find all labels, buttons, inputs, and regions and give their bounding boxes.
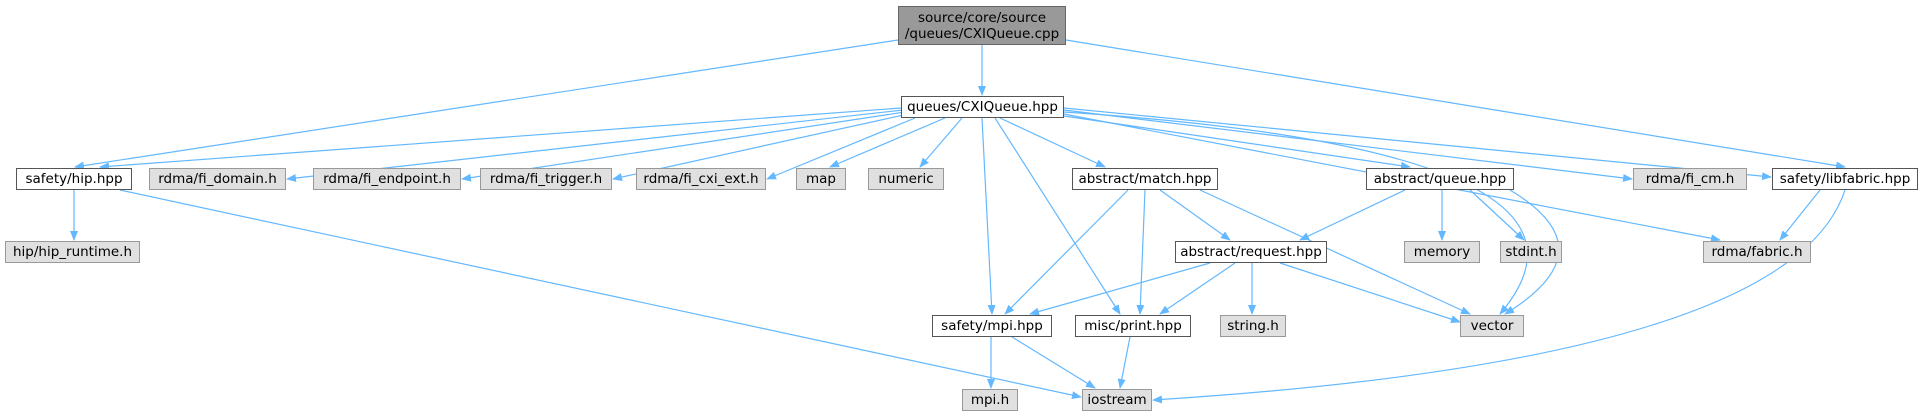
edge-request-mpi xyxy=(1029,262,1211,316)
edge-match-print xyxy=(1136,189,1146,315)
edge-hip-iostream xyxy=(119,189,1082,400)
edge-root-libfabric xyxy=(1065,39,1846,170)
edge-cxiqueue-print xyxy=(994,117,1121,315)
node-vector[interactable]: vector xyxy=(1460,315,1524,337)
node-label: string.h xyxy=(1227,318,1279,334)
edge-match-vector xyxy=(1199,189,1471,315)
node-label: rdma/fi_trigger.h xyxy=(489,171,603,187)
node-label: stdint.h xyxy=(1505,244,1557,260)
node-cxiqueue-cpp[interactable]: source/core/source /queues/CXIQueue.cpp xyxy=(898,6,1066,45)
node-stdint-h[interactable]: stdint.h xyxy=(1500,241,1562,263)
node-label: misc/print.hpp xyxy=(1084,318,1182,334)
node-label: rdma/fi_endpoint.h xyxy=(323,171,451,187)
edge-cxiqueue-ficm xyxy=(1063,109,1633,182)
edge-cxiqueue-map xyxy=(829,117,946,168)
node-label: safety/mpi.hpp xyxy=(941,318,1043,334)
edge-request-vector xyxy=(1279,262,1461,323)
node-label: memory xyxy=(1413,244,1471,260)
edge-cxiqueue-vector xyxy=(1063,111,1528,315)
node-iostream[interactable]: iostream xyxy=(1082,389,1152,411)
node-numeric[interactable]: numeric xyxy=(868,168,944,190)
edge-cxiqueue-numeric xyxy=(919,117,963,168)
node-rdma-fabric-h[interactable]: rdma/fabric.h xyxy=(1703,241,1811,263)
node-abstract-request-hpp[interactable]: abstract/request.hpp xyxy=(1175,241,1327,263)
node-safety-libfabric-hpp[interactable]: safety/libfabric.hpp xyxy=(1772,168,1918,190)
node-label: safety/hip.hpp xyxy=(25,171,123,187)
edge-match-request xyxy=(1159,189,1231,241)
node-abstract-queue-hpp[interactable]: abstract/queue.hpp xyxy=(1366,168,1514,190)
node-label: rdma/fi_cm.h xyxy=(1645,171,1735,187)
edge-root-hip xyxy=(74,39,899,170)
edge-libfabric-iostream xyxy=(1152,189,1846,404)
node-mpi-h[interactable]: mpi.h xyxy=(962,389,1018,411)
node-misc-print-hpp[interactable]: misc/print.hpp xyxy=(1075,315,1191,337)
node-label: rdma/fi_cxi_ext.h xyxy=(643,171,759,187)
edge-print-iostream xyxy=(1117,336,1131,389)
node-label-line2: /queues/CXIQueue.cpp xyxy=(904,25,1060,42)
node-label: iostream xyxy=(1087,392,1147,408)
node-cxiqueue-hpp[interactable]: queues/CXIQueue.hpp xyxy=(901,96,1064,118)
node-label-line1: source/core/source xyxy=(918,9,1046,26)
edge-cxiqueue-hip xyxy=(99,107,902,171)
node-label: hip/hip_runtime.h xyxy=(12,244,133,260)
edge-match-mpi xyxy=(1004,189,1129,315)
node-label: queues/CXIQueue.hpp xyxy=(907,99,1058,115)
node-safety-mpi-hpp[interactable]: safety/mpi.hpp xyxy=(932,315,1052,337)
node-label: abstract/queue.hpp xyxy=(1373,171,1507,187)
edge-cxiqueue-match xyxy=(999,117,1106,168)
node-abstract-match-hpp[interactable]: abstract/match.hpp xyxy=(1072,168,1218,190)
node-label: abstract/match.hpp xyxy=(1078,171,1212,187)
node-safety-hip-hpp[interactable]: safety/hip.hpp xyxy=(16,168,132,190)
node-hip-hip-runtime-h[interactable]: hip/hip_runtime.h xyxy=(5,241,140,263)
node-string-h[interactable]: string.h xyxy=(1220,315,1286,337)
edge-cxiqueue-mpi xyxy=(981,117,996,315)
edge-cxiqueue-libfabric xyxy=(1063,107,1772,181)
node-label: abstract/request.hpp xyxy=(1180,244,1322,260)
node-label: map xyxy=(806,171,836,187)
edge-queue-request xyxy=(1299,189,1406,241)
node-memory[interactable]: memory xyxy=(1404,241,1480,263)
edge-cxiqueue-ficxiext xyxy=(766,117,916,180)
edge-cxiqueue-fidomain xyxy=(286,109,904,182)
node-label: safety/libfabric.hpp xyxy=(1779,171,1911,187)
node-label: rdma/fabric.h xyxy=(1711,244,1803,260)
node-label: vector xyxy=(1470,318,1514,334)
node-rdma-fi-trigger-h[interactable]: rdma/fi_trigger.h xyxy=(480,168,612,190)
node-rdma-fi-domain-h[interactable]: rdma/fi_domain.h xyxy=(149,168,286,190)
edge-request-print xyxy=(1159,262,1236,315)
node-label: mpi.h xyxy=(970,392,1010,408)
node-map[interactable]: map xyxy=(796,168,846,190)
edge-cxiqueue-fiendpoint xyxy=(461,111,906,182)
edge-mpi-iostream xyxy=(1011,336,1096,389)
node-rdma-fi-cxi-ext-h[interactable]: rdma/fi_cxi_ext.h xyxy=(636,168,766,190)
node-rdma-fi-cm-h[interactable]: rdma/fi_cm.h xyxy=(1633,168,1747,190)
edge-libfabric-fabric xyxy=(1779,189,1821,241)
edge-queue-stdint xyxy=(1469,189,1525,241)
node-label: rdma/fi_domain.h xyxy=(158,171,277,187)
node-rdma-fi-endpoint-h[interactable]: rdma/fi_endpoint.h xyxy=(313,168,461,190)
node-label: numeric xyxy=(878,171,934,187)
